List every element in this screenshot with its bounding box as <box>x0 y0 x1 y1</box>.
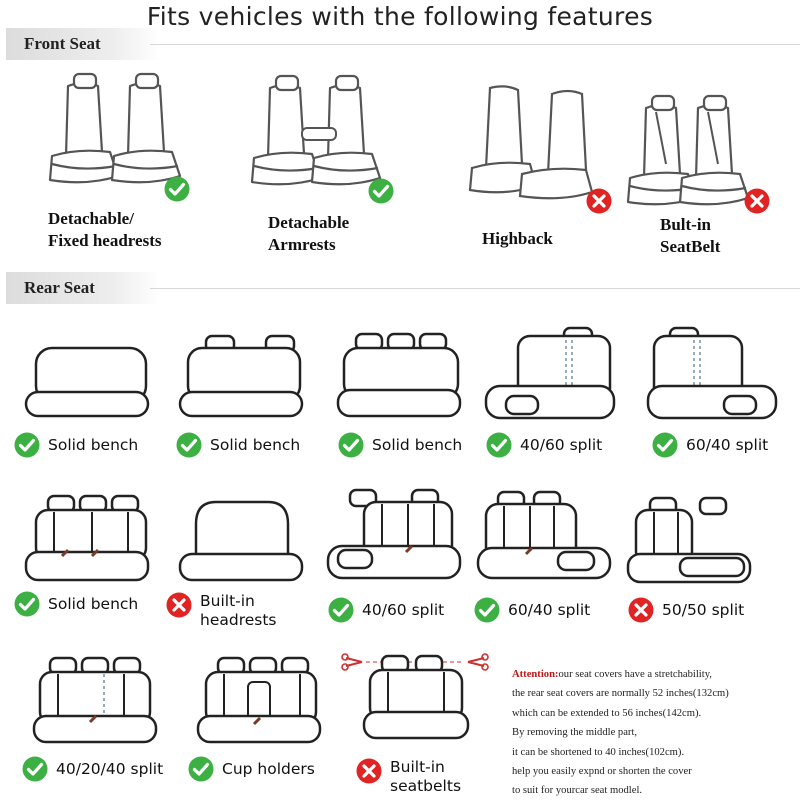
front-caption-detachable-headrests: Detachable/ Fixed headrests <box>48 209 162 250</box>
rear-solid-bench-plain-illustration <box>22 340 152 420</box>
check-icon <box>22 756 48 782</box>
front-seat-detachable-headrests-illustration <box>48 72 208 202</box>
rear-60-40-split-seatbelts-illustration <box>474 488 614 588</box>
rear-caption-solid-bench-2: Solid bench <box>176 432 300 458</box>
rear-40-20-40-split-illustration <box>30 654 160 748</box>
check-icon <box>652 432 678 458</box>
front-seat-divider <box>150 44 800 45</box>
front-seat-armrests-illustration <box>250 74 410 204</box>
rear-caption-built-in-headrests: Built-in headrests <box>166 592 277 630</box>
rear-caption-60-40-split-1: 60/40 split <box>652 432 768 458</box>
rear-caption-built-in-seatbelts: Built-in seatbelts <box>356 758 461 796</box>
rear-40-60-split-seatbelts-illustration <box>324 486 464 586</box>
page-title: Fits vehicles with the following feature… <box>146 2 654 31</box>
front-seat-section-label: Front Seat <box>6 28 160 60</box>
front-caption-built-in-seatbelt: Bult-in SeatBelt <box>660 215 721 256</box>
check-icon <box>14 591 40 617</box>
check-icon <box>328 597 354 623</box>
cross-icon <box>356 758 382 784</box>
rear-40-60-split-armrest-illustration <box>482 324 618 424</box>
check-icon <box>474 597 500 623</box>
front-seat-built-in-seatbelt-illustration <box>626 94 786 224</box>
rear-solid-bench-one-headrest-illustration <box>176 332 306 422</box>
rear-solid-bench-seatbelts-illustration <box>22 492 152 586</box>
rear-caption-40-60-split-1: 40/60 split <box>486 432 602 458</box>
check-icon <box>14 432 40 458</box>
rear-cup-holders-illustration <box>194 654 324 748</box>
front-caption-highback: Highback <box>482 229 553 248</box>
cross-icon <box>166 592 192 618</box>
rear-solid-bench-three-headrests-illustration <box>334 330 464 422</box>
rear-caption-solid-bench-1: Solid bench <box>14 432 138 458</box>
front-seat-highback-illustration <box>468 82 628 222</box>
rear-caption-solid-bench-3: Solid bench <box>338 432 462 458</box>
front-caption-detachable-armrests: Detachable Armrests <box>268 213 350 254</box>
check-icon <box>338 432 364 458</box>
rear-seat-divider <box>150 288 800 289</box>
attention-heading: Attention: <box>512 669 559 680</box>
rear-seat-section-label: Rear Seat <box>6 272 160 304</box>
attention-note: Attention:our seat covers have a stretch… <box>512 669 729 797</box>
check-icon <box>486 432 512 458</box>
rear-caption-solid-bench-4: Solid bench <box>14 591 138 617</box>
rear-60-40-split-armrest-illustration <box>644 324 780 424</box>
rear-caption-50-50-split: 50/50 split <box>628 597 744 623</box>
rear-caption-40-20-40-split: 40/20/40 split <box>22 756 163 782</box>
check-icon <box>188 756 214 782</box>
rear-caption-40-60-split-2: 40/60 split <box>328 597 444 623</box>
rear-built-in-headrests-illustration <box>176 494 306 586</box>
rear-50-50-split-illustration <box>624 494 754 586</box>
cross-icon <box>628 597 654 623</box>
rear-caption-60-40-split-2: 60/40 split <box>474 597 590 623</box>
check-icon <box>176 432 202 458</box>
rear-built-in-seatbelts-illustration <box>340 648 490 748</box>
rear-caption-cup-holders: Cup holders <box>188 756 315 782</box>
